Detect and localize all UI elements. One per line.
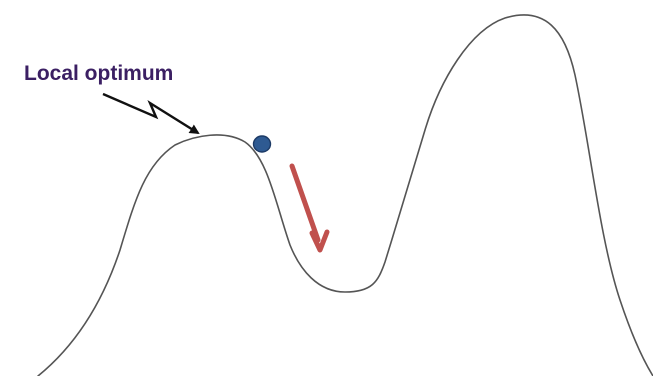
down-arrow-head [309,229,330,253]
down-arrow-icon [289,163,321,243]
local-optimum-label: Local optimum [24,62,173,85]
ball-icon [252,135,272,153]
landscape-curve [37,14,653,376]
zigzag-arrow-icon [102,92,200,135]
